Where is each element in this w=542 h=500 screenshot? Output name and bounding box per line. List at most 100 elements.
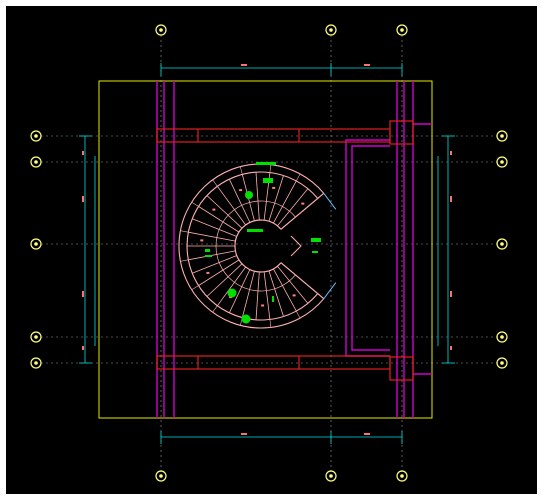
cad-viewport[interactable]	[6, 6, 537, 494]
axis-bubble-ring	[496, 238, 508, 250]
stair-tread	[192, 255, 237, 274]
axis-bubble-dot	[159, 474, 163, 478]
stair-tread-number	[206, 271, 210, 274]
column-bottom-right	[389, 356, 414, 381]
axis-bubble-ring	[396, 470, 408, 482]
axis-bubble	[396, 470, 408, 482]
axis-bubble	[30, 331, 42, 343]
annotation-mark	[312, 251, 318, 253]
axis-bubble-dot	[500, 361, 504, 365]
annotation-dot	[227, 288, 237, 298]
annotation-dot	[241, 314, 251, 324]
axis-bubble-ring	[30, 156, 42, 168]
cad-drawing	[30, 24, 508, 482]
stair-tread-number	[200, 239, 204, 242]
stair-tread	[216, 266, 247, 307]
stair-tread-number	[212, 208, 216, 211]
stair-tread-number	[272, 186, 276, 189]
stair-end-cap	[280, 192, 325, 230]
stair-tread-number	[239, 189, 243, 192]
annotation-block	[311, 238, 321, 242]
dimension-lines	[79, 63, 455, 444]
stair-rail-tick	[180, 230, 189, 233]
axis-bubble-ring	[30, 130, 42, 142]
axis-bubble	[496, 357, 508, 369]
axis-bubble-ring	[30, 331, 42, 343]
stair-tread	[241, 271, 255, 318]
dim-text-mark	[82, 346, 84, 350]
axis-bubble-dot	[500, 160, 504, 164]
axis-bubble	[30, 357, 42, 369]
axis-bubble	[155, 470, 167, 482]
axis-bubble	[496, 130, 508, 142]
axis-bubble-ring	[396, 24, 408, 36]
axis-bubble	[496, 331, 508, 343]
dim-text-mark	[364, 433, 370, 435]
dim-text-mark	[450, 291, 452, 297]
stair-tread	[198, 206, 240, 233]
axis-bubble-dot	[500, 242, 504, 246]
axis-bubble	[496, 156, 508, 168]
axis-bubble	[325, 24, 337, 36]
stair-tread	[188, 231, 236, 242]
axis-bubble	[155, 24, 167, 36]
spiral-stair	[178, 163, 337, 329]
axis-bubble-dot	[329, 28, 333, 32]
axis-bubble-dot	[34, 242, 38, 246]
stair-tread-number	[292, 294, 296, 297]
beams	[156, 120, 414, 381]
stair-rail-tick	[240, 166, 243, 175]
axis-bubble-ring	[496, 130, 508, 142]
dim-text-mark	[450, 151, 452, 155]
axis-bubble-ring	[496, 156, 508, 168]
stair-tread	[216, 185, 247, 226]
axis-bubble-dot	[34, 361, 38, 365]
stair-tread-number	[261, 304, 265, 307]
axis-bubble-ring	[30, 357, 42, 369]
axis-bubble-ring	[496, 331, 508, 343]
annotations	[205, 162, 321, 324]
axis-lines	[36, 30, 502, 476]
axis-bubble-ring	[496, 357, 508, 369]
dim-text-mark	[450, 346, 452, 350]
stair-tread	[268, 175, 284, 222]
stair-landing-edge	[323, 193, 337, 210]
annotation-block	[263, 178, 273, 183]
stair-rail-tick	[191, 285, 199, 291]
axis-bubble-ring	[30, 238, 42, 250]
annotation-dot	[245, 191, 253, 199]
stair-tread	[273, 268, 297, 312]
stair-rail-tick	[191, 201, 199, 207]
dim-text-mark	[241, 64, 247, 66]
axis-bubble-dot	[329, 474, 333, 478]
dim-text-mark	[241, 433, 247, 435]
dim-text-mark	[450, 196, 452, 202]
annotation-bar	[256, 162, 276, 165]
dim-text-mark	[82, 196, 84, 202]
stair-tread	[255, 271, 260, 320]
stair-tread	[206, 263, 243, 297]
beam-bottom	[156, 355, 391, 370]
axis-bubble-dot	[500, 335, 504, 339]
axis-bubble-dot	[400, 28, 404, 32]
axis-bubble-dot	[159, 28, 163, 32]
annotation-mark	[272, 296, 274, 302]
axis-bubble	[30, 238, 42, 250]
stair-landing-edge	[323, 282, 337, 300]
axis-bubble-dot	[34, 335, 38, 339]
axis-bubble-dot	[34, 134, 38, 138]
stair-tread	[268, 270, 284, 317]
dim-text-mark	[82, 291, 84, 297]
stair-end-cap	[280, 262, 325, 300]
axis-bubble-dot	[400, 474, 404, 478]
stair-tread	[273, 180, 297, 224]
axis-bubble-ring	[155, 24, 167, 36]
stair-tread	[198, 259, 240, 286]
axis-bubble	[325, 470, 337, 482]
axis-bubble	[30, 130, 42, 142]
axis-bubble-ring	[325, 470, 337, 482]
stair-rail-tick	[269, 319, 272, 328]
dim-text-mark	[82, 151, 84, 155]
stair-tread-number	[301, 202, 305, 205]
